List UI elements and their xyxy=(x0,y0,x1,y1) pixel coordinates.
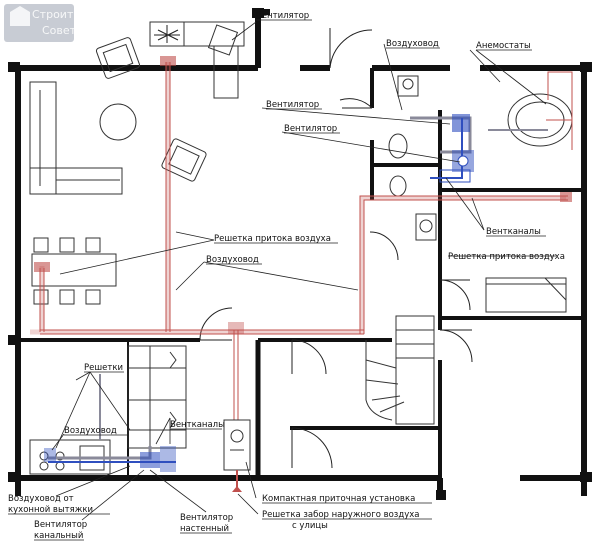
annotations: Вентилятор Воздуховод Анемостаты Вентиля… xyxy=(8,11,565,541)
label-supply-grille-center: Решетка притока воздуха xyxy=(214,234,331,244)
label-compact-supply-unit: Компактная приточная установка xyxy=(262,494,415,504)
staircase xyxy=(365,315,435,425)
label-fan-mid1: Вентилятор xyxy=(266,100,319,110)
label-supply-grille-right: Решетка притока воздуха xyxy=(448,252,565,262)
house-logo-icon xyxy=(10,6,30,26)
supply-duct xyxy=(30,56,573,420)
leader-lines xyxy=(51,21,556,521)
label-fan-mid2: Вентилятор xyxy=(284,124,337,134)
watermark-line2: Советы xyxy=(42,24,85,37)
label-fan-channel-2: канальный xyxy=(34,531,83,541)
label-duct-top: Воздуховод xyxy=(386,39,439,49)
label-outdoor-intake-1: Решетка забор наружного воздуха xyxy=(262,510,419,520)
label-vent-channels-bottom: Вентканалы xyxy=(170,420,225,430)
wall-ends xyxy=(8,8,592,500)
label-outdoor-intake-2: с улицы xyxy=(292,521,328,531)
label-vent-channels-right: Вентканалы xyxy=(486,227,541,237)
label-anemostats: Анемостаты xyxy=(476,41,531,51)
watermark: Строительство Советы xyxy=(4,4,120,42)
exhaust-duct xyxy=(44,114,548,472)
doors xyxy=(199,28,473,469)
label-duct-from-hood-2: кухонной вытяжки xyxy=(8,505,93,515)
label-fan-channel-1: Вентилятор xyxy=(34,520,87,530)
label-duct-center: Воздуховод xyxy=(206,255,259,265)
watermark-line1: Строительство xyxy=(32,8,120,21)
label-fan-top: Вентилятор xyxy=(256,11,309,21)
label-duct-kitchen: Воздуховод xyxy=(64,426,117,436)
label-underlines xyxy=(8,19,546,541)
bed xyxy=(485,277,567,313)
label-grilles: Решетки xyxy=(84,363,123,373)
label-duct-from-hood-1: Воздуховод от xyxy=(8,494,74,504)
label-fan-wall-1: Вентилятор xyxy=(180,513,233,523)
walls xyxy=(14,9,592,496)
dining-table xyxy=(31,253,117,287)
round-table xyxy=(99,103,137,141)
sofa xyxy=(29,81,57,195)
label-fan-wall-2: настенный xyxy=(180,524,229,534)
compact-supply-unit xyxy=(223,419,251,492)
furniture xyxy=(29,21,573,475)
